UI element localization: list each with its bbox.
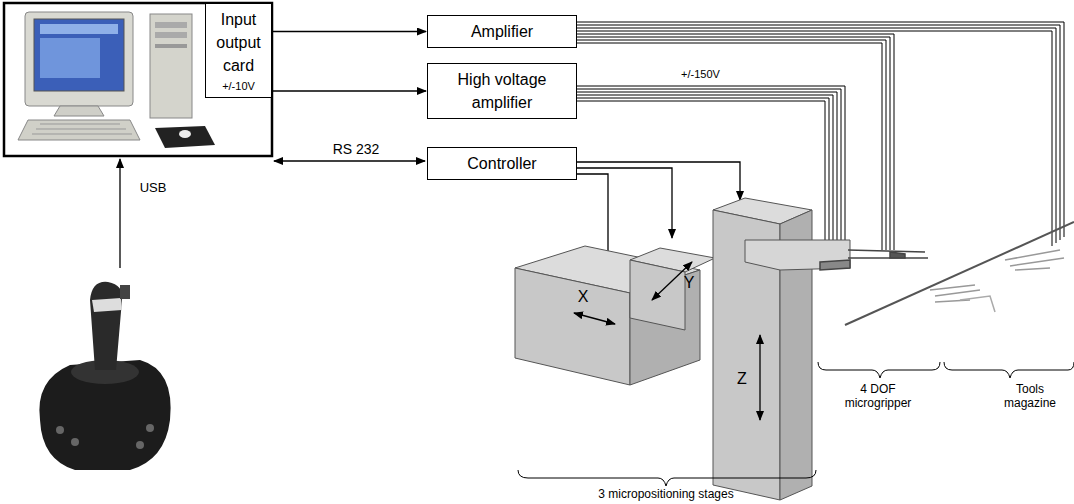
- voltage-range: +/-10V: [222, 79, 255, 93]
- computer-frame: [4, 3, 272, 156]
- annotation-label: Y: [679, 273, 699, 292]
- axis-arrows: [574, 262, 760, 420]
- annotation-label: Tools magazine: [995, 382, 1065, 410]
- computer-picture: [18, 12, 215, 148]
- annotation-label: 4 DOF microgripper: [833, 382, 923, 410]
- annotation-label: +/-150V: [679, 68, 722, 81]
- annotation-label: RS 232: [321, 141, 391, 158]
- annotation-label: Z: [732, 369, 752, 388]
- process-box: Input output card +/-10V: [205, 3, 272, 98]
- annotation-label: X: [573, 287, 593, 306]
- box-label: Amplifier: [471, 20, 533, 43]
- tools-magazine: [845, 222, 1074, 325]
- signal-arrow: [272, 90, 426, 91]
- annotation-label: 3 micropositioning stages: [581, 487, 751, 501]
- process-box: Controller: [427, 147, 577, 180]
- box-label: Input output card: [210, 8, 267, 77]
- micropositioning-stages: [515, 198, 850, 500]
- process-box: Amplifier: [427, 15, 577, 48]
- usb-link: [119, 159, 120, 268]
- braces: [518, 362, 1074, 486]
- box-label: Controller: [467, 152, 536, 175]
- microgripper: [820, 250, 928, 270]
- annotation-label: USB: [133, 180, 173, 196]
- joystick-picture: [39, 282, 170, 470]
- amplifier-wires: [577, 22, 1064, 250]
- process-box: High voltage amplifier: [427, 63, 577, 119]
- signal-arrow: [272, 31, 426, 32]
- box-label: High voltage amplifier: [432, 68, 572, 114]
- rs232-link: [274, 160, 425, 161]
